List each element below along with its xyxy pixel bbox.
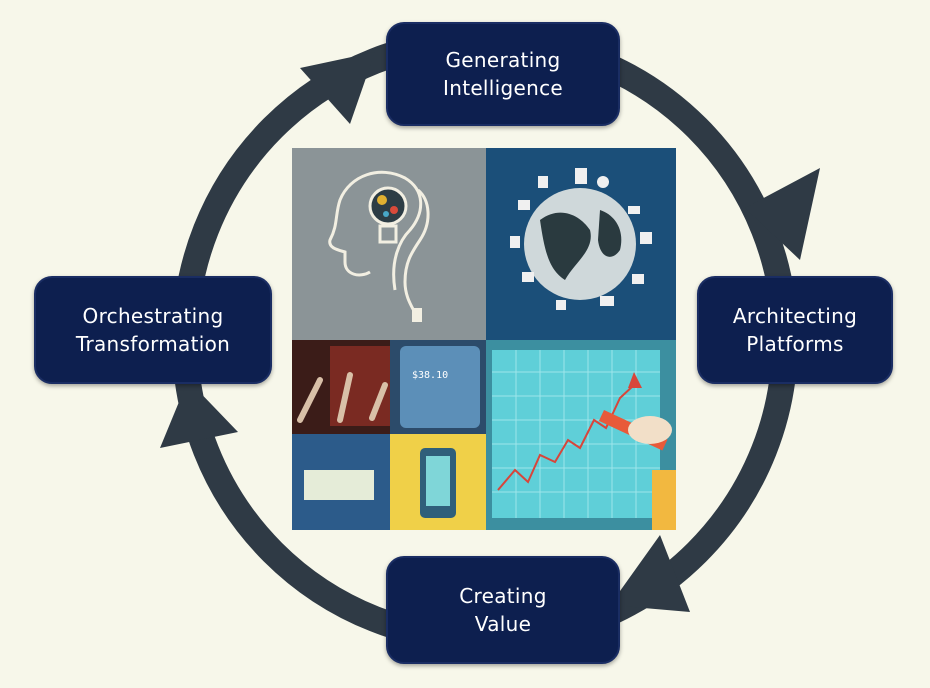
panel-globe-devices	[486, 148, 676, 340]
step-label-line1: Generating	[445, 48, 561, 72]
panel-lightbulb-head	[292, 148, 486, 340]
panel-trading-finance: $38.10	[292, 340, 486, 530]
step-label-line2: Platforms	[746, 332, 844, 356]
arrowhead-icon	[610, 535, 690, 612]
cycle-arrows	[160, 52, 820, 612]
step-creating-value: Creating Value	[386, 556, 620, 664]
arrowhead-icon	[745, 168, 820, 260]
step-label-line1: Creating	[459, 584, 547, 608]
step-generating-intelligence: Generating Intelligence	[386, 22, 620, 126]
banknote-icon	[304, 470, 374, 500]
arrowhead-icon	[300, 52, 375, 124]
step-label-line1: Architecting	[732, 304, 858, 328]
step-orchestrating-transformation: Orchestrating Transformation	[34, 276, 272, 384]
gear-icon	[377, 195, 398, 217]
step-label-line2: Intelligence	[443, 76, 563, 100]
devices-ring-icon	[510, 168, 652, 310]
panel-growth-chart	[486, 340, 676, 530]
svg-text:$38.10: $38.10	[412, 370, 448, 381]
step-architecting-platforms: Architecting Platforms	[697, 276, 893, 384]
step-label-line2: Value	[474, 612, 532, 636]
step-label-line2: Transformation	[75, 332, 231, 356]
step-label-line1: Orchestrating	[82, 304, 224, 328]
arrowhead-icon	[160, 380, 238, 448]
image-collage: $38.10	[292, 148, 676, 530]
